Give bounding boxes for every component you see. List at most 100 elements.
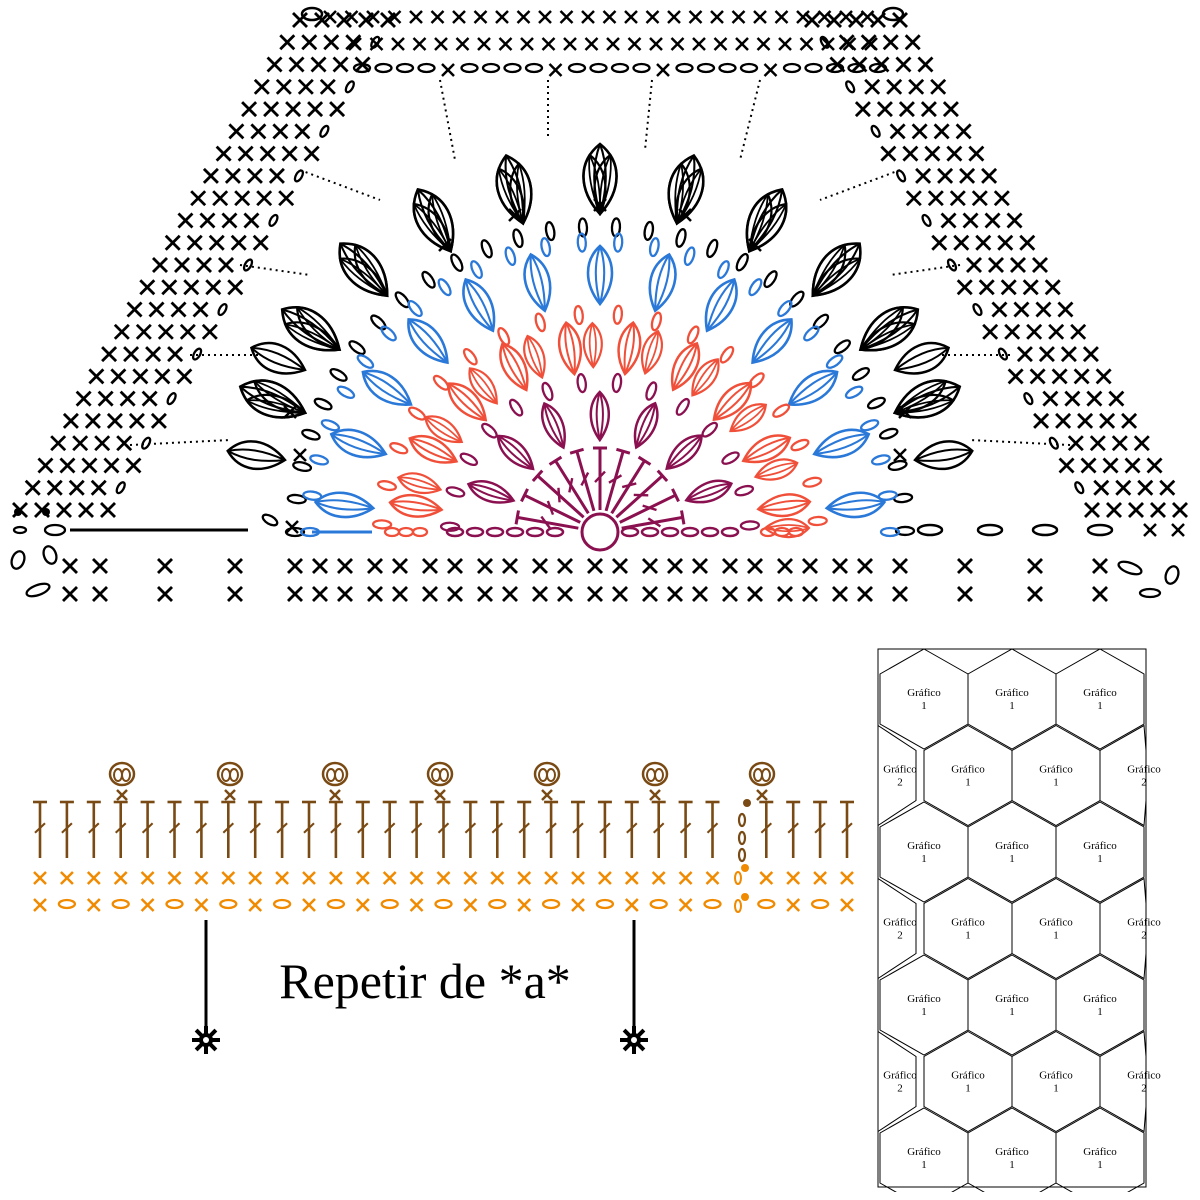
single-crochet-symbol [355, 871, 370, 885]
single-crochet-symbol [234, 190, 251, 207]
single-crochet-symbol [1124, 457, 1141, 474]
chain-stitch-symbol [790, 438, 810, 452]
single-crochet-symbol [848, 12, 864, 28]
single-crochet-symbol [473, 10, 488, 24]
single-crochet-symbol [495, 10, 509, 24]
single-crochet-symbol [678, 871, 693, 885]
cluster-petal-symbol [858, 321, 917, 352]
chain-stitch-symbol [720, 526, 740, 538]
chain-stitch-symbol [748, 372, 765, 389]
single-crochet-symbol [968, 145, 985, 162]
single-crochet-symbol [310, 56, 327, 73]
single-crochet-symbol [90, 479, 107, 496]
single-crochet-symbol [92, 558, 108, 574]
single-crochet-symbol [409, 871, 424, 885]
chain-stitch-symbol [703, 898, 722, 910]
single-crochet-symbol [627, 37, 642, 51]
single-crochet-symbol [1067, 435, 1084, 452]
cluster-petal-symbol [745, 187, 788, 253]
chain-stitch-symbol [481, 62, 501, 74]
single-crochet-symbol [1121, 412, 1138, 429]
chain-stitch-symbol [439, 521, 461, 532]
connector-line [644, 79, 653, 151]
chain-stitch-symbol [946, 258, 958, 272]
single-crochet-symbol [756, 789, 768, 801]
chain-stitch-symbol [141, 436, 152, 450]
single-crochet-symbol [840, 898, 854, 912]
cluster-petal-symbol [388, 493, 444, 518]
cluster-petal-symbol [913, 440, 974, 471]
cluster-petal-symbol [648, 252, 677, 313]
single-crochet-symbol [123, 346, 140, 363]
single-crochet-symbol [1086, 390, 1103, 407]
single-crochet-symbol [1150, 502, 1166, 518]
cluster-petal-symbol [741, 434, 792, 464]
single-crochet-symbol [667, 586, 683, 602]
single-crochet-symbol [571, 898, 585, 912]
single-crochet-symbol [150, 412, 167, 429]
single-crochet-symbol [190, 190, 207, 207]
single-crochet-symbol [786, 898, 801, 912]
single-crochet-symbol [1084, 502, 1100, 518]
double-crochet-symbol [624, 800, 639, 858]
single-crochet-symbol [287, 586, 303, 602]
single-crochet-symbol [917, 56, 934, 73]
single-crochet-symbol [971, 190, 988, 207]
single-crochet-symbol [110, 368, 127, 385]
chain-stitch-symbol [916, 523, 944, 537]
single-crochet-symbol [409, 10, 423, 24]
single-crochet-symbol [587, 586, 603, 602]
single-crochet-symbol [571, 871, 585, 885]
single-crochet-symbol [851, 56, 868, 73]
single-crochet-symbol [645, 10, 660, 24]
single-crochet-symbol [176, 368, 193, 385]
single-crochet-symbol [157, 586, 173, 602]
chain-stitch-symbol [895, 169, 907, 183]
cluster-petal-symbol [812, 428, 871, 459]
single-crochet-symbol [1019, 234, 1036, 251]
single-crochet-symbol [920, 101, 937, 118]
single-crochet-symbol [587, 558, 603, 574]
single-crochet-symbol [227, 558, 243, 574]
chain-stitch-symbol [371, 519, 393, 530]
chain-stitch-symbol [632, 62, 651, 74]
single-crochet-symbol [532, 586, 548, 602]
chain-stitch-symbol [268, 213, 279, 228]
chain-stitch-symbol [421, 270, 436, 289]
chain-stitch-symbol [810, 898, 830, 910]
cluster-petal-symbol [586, 244, 614, 307]
double-crochet-symbol [302, 800, 316, 858]
single-crochet-symbol [422, 558, 438, 574]
single-crochet-symbol [323, 10, 337, 24]
single-crochet-symbol [1108, 390, 1125, 407]
single-crochet-symbol [1000, 279, 1017, 296]
single-crochet-symbol [832, 586, 848, 602]
single-crochet-symbol [667, 10, 681, 24]
cluster-petal-symbol [729, 403, 768, 433]
single-crochet-symbol [86, 871, 101, 885]
single-crochet-symbol [832, 558, 848, 574]
chain-stitch-symbol [757, 898, 776, 910]
cluster-petal-symbol [753, 458, 799, 481]
single-crochet-symbol [250, 123, 267, 140]
foundation-rows [10, 508, 1185, 602]
single-crochet-symbol [997, 234, 1014, 251]
chain-stitch-symbol [411, 526, 429, 538]
cluster-petal-symbol [226, 440, 287, 471]
chain-stitch-symbol [320, 419, 341, 432]
single-crochet-symbol [796, 10, 810, 24]
chain-stitch-symbol [721, 451, 740, 465]
chain-stitch-symbol [763, 270, 778, 289]
single-crochet-symbol [1143, 523, 1157, 537]
single-crochet-symbol [119, 390, 136, 407]
single-crochet-symbol [434, 789, 446, 801]
single-crochet-symbol [248, 871, 263, 885]
